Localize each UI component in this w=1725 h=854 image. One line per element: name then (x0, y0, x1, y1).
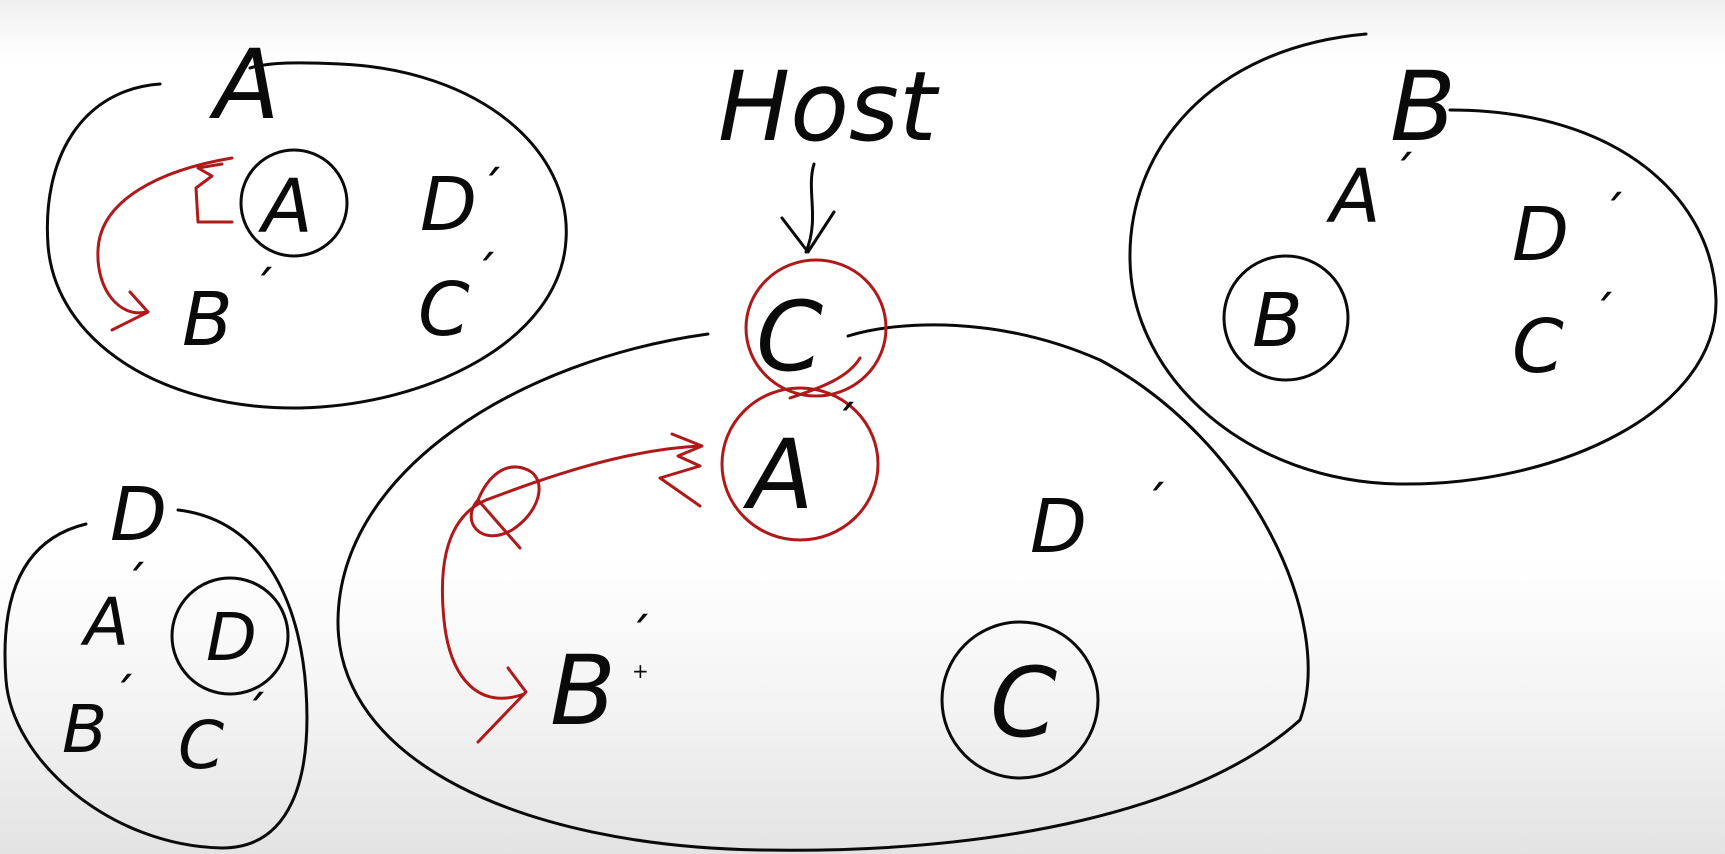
group-b-self-label: B (1252, 278, 1303, 364)
group-a-replica-c-prime: ´ (474, 246, 498, 302)
group-d-owner-label: D (110, 472, 167, 558)
group-c-swap-arrow (440, 444, 702, 700)
group-a-self-label: A (258, 164, 313, 250)
cursor-crosshair-icon: + (632, 659, 649, 683)
group-b-replica-a-prime: ´ (1392, 146, 1416, 202)
group-c-swap-arrow-head-top (658, 432, 704, 508)
group-c-replica-a: A (742, 419, 814, 531)
group-d-replica-a: A (80, 584, 129, 661)
host-arrow-head (780, 210, 836, 254)
group-b-owner-label: B (1390, 51, 1456, 163)
group-d-replica-c: C (178, 707, 224, 784)
group-c-replica-a-prime: ´ (834, 396, 858, 452)
group-d-replica-a-prime: ´ (124, 556, 148, 612)
group-a-replica-d: D (420, 162, 477, 248)
group-a-swap-arrow-head-bottom (110, 290, 150, 332)
group-a-swap-arrow (96, 156, 234, 315)
group-c-swap-arrow-head-bottom (476, 666, 528, 744)
group-b-replica-d-prime: ´ (1602, 186, 1626, 242)
group-a-boundary (45, 61, 568, 410)
group-c-replica-d: D (1030, 484, 1087, 570)
group-c-swap-scribble (469, 465, 541, 550)
group-a-owner-label: A (208, 29, 280, 141)
group-d-replica-b-prime: ´ (112, 668, 136, 724)
group-d-self-circle (170, 576, 290, 696)
group-c-replica-b-prime: ´ (628, 608, 652, 664)
group-a-replica-b-prime: ´ (252, 261, 276, 317)
group-d-replica-c-prime: ´ (244, 686, 268, 742)
group-b: B A ´ D ´ B C ´ (1128, 32, 1718, 486)
group-b-replica-a: A (1326, 154, 1381, 240)
group-c-owner-highlight (744, 258, 888, 398)
group-c-self-circle (940, 620, 1100, 780)
group-c-self-label: C (990, 647, 1057, 759)
group-c-replica-a-highlight (720, 386, 880, 542)
group-b-replica-c-prime: ´ (1592, 286, 1616, 342)
group-b-self-circle (1222, 254, 1350, 382)
group-d-replica-b: B (62, 691, 107, 768)
group-b-boundary (1128, 32, 1718, 486)
group-d: D A ´ D B ´ C ´ (3, 472, 309, 850)
group-b-replica-c: C (1512, 304, 1564, 390)
group-a-swap-arrow-head-top (194, 162, 234, 224)
group-c-replica-d-prime: ´ (1144, 476, 1168, 532)
host-arrow-shaft (804, 162, 816, 254)
group-a-self-circle (239, 148, 349, 258)
group-d-boundary (3, 508, 309, 850)
group-a-replica-b: B (182, 277, 233, 363)
group-b-replica-d: D (1512, 192, 1569, 278)
group-d-self-label: D (206, 599, 257, 676)
group-c-replica-b: B (550, 635, 616, 747)
host-label: Host (718, 51, 940, 163)
group-a: A A D ´ B ´ C ´ (45, 29, 568, 410)
group-a-replica-d-prime: ´ (480, 161, 504, 217)
group-c-owner-to-replica-link (788, 356, 862, 400)
group-a-replica-c: C (418, 267, 470, 353)
group-c: Host C A ´ D ´ B ´ + C (336, 51, 1310, 852)
group-c-boundary (336, 323, 1310, 852)
group-c-owner-label: C (756, 281, 823, 393)
